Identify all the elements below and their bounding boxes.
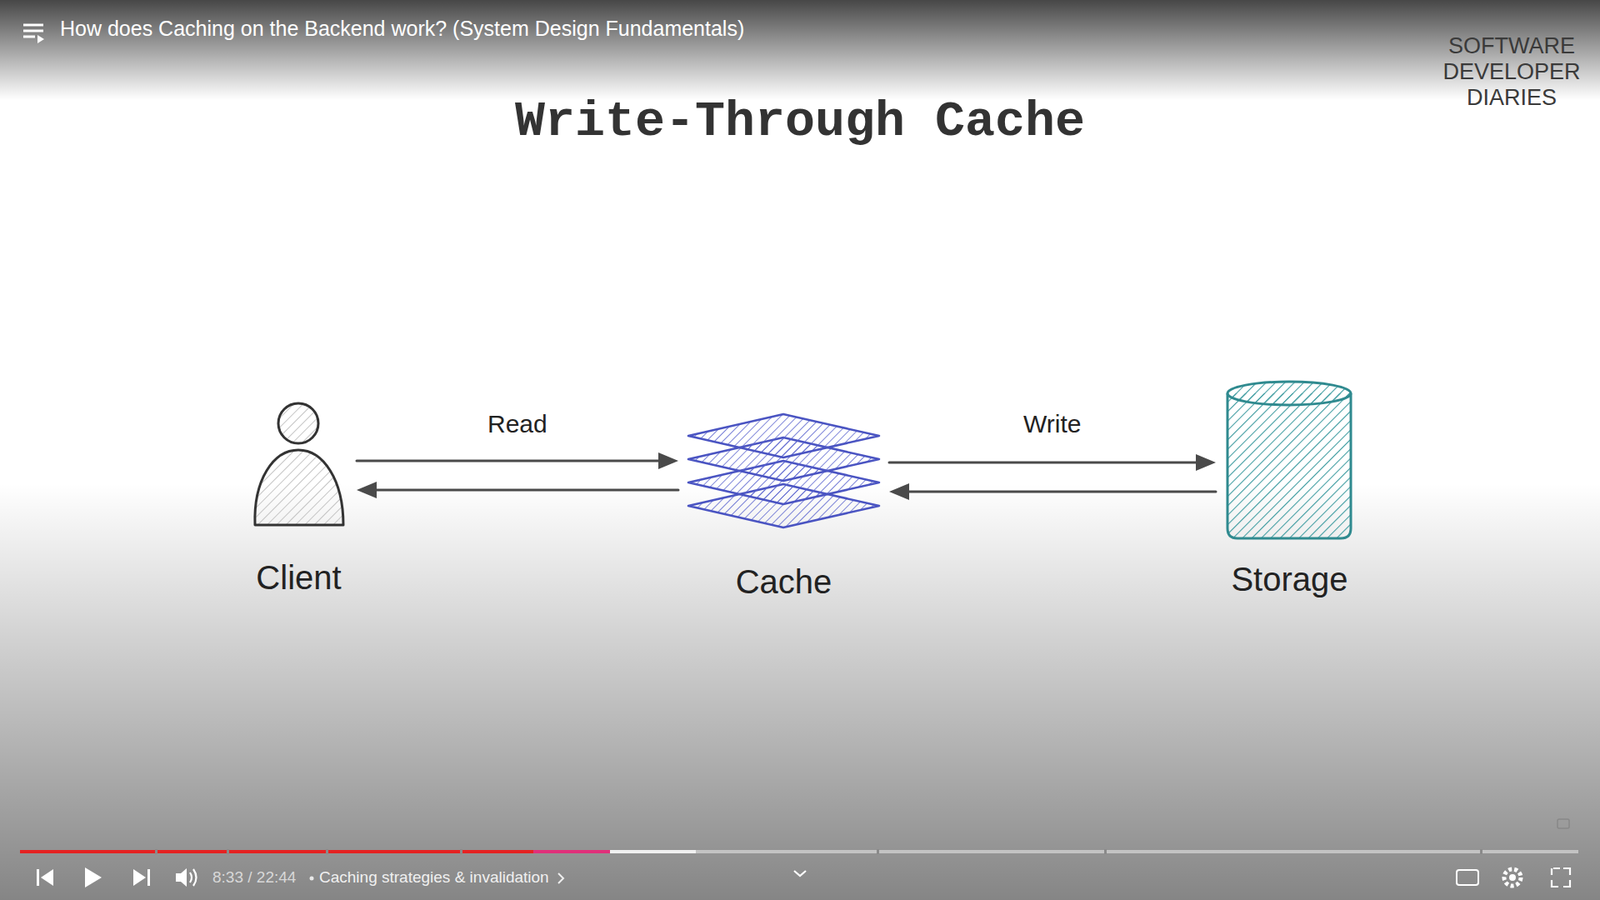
client-figure [250,400,347,529]
node-label: Client [249,558,349,597]
arrow-head [1195,454,1216,471]
arrow-line [356,460,660,463]
cache-node: Cache [686,410,881,601]
arrow-line [375,489,679,492]
chapter-title: Caching strategies & invalidation [319,867,550,888]
video-title: How does Caching on the Backend work? (S… [60,15,745,41]
top-shade [0,0,1600,100]
storage-cylinder [1224,376,1355,542]
flow-arrow [356,452,679,470]
node-label: Storage [1224,560,1355,599]
storage-node: Storage [1224,376,1355,599]
flow-arrow [356,481,679,499]
client-actor: Client [249,400,349,597]
edge-label: Read [482,409,553,440]
progress-bar [20,849,1579,855]
arrow-line [907,490,1216,494]
flow-arrow [889,483,1216,500]
edge-label: Write [1018,409,1086,440]
channel-watermark: SOFTWARE DEVELOPER DIARIES [1435,33,1589,111]
arrow-head [658,452,679,470]
node-label: Cache [686,562,881,601]
chapter-chevron [555,870,566,886]
flow-arrow [889,454,1216,471]
cache-layers [686,410,881,533]
playlist-icon [21,20,47,45]
bottom-shade [0,483,1600,900]
diagram-title: Write-Through Cache [0,91,1600,152]
arrow-head [889,483,910,500]
arrow-line [889,461,1198,465]
arrow-head [356,481,377,499]
video-time: 8:33 / 22:44 [212,867,296,888]
